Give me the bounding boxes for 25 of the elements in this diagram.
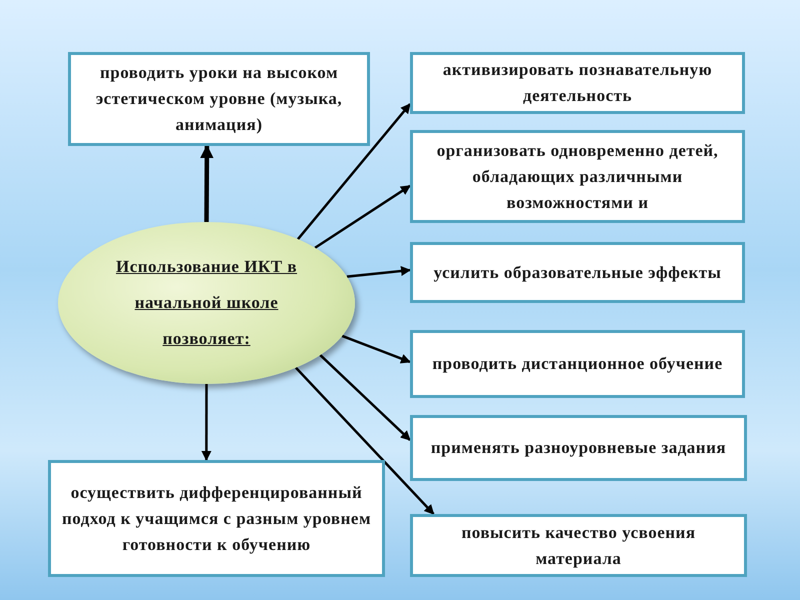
arrow [319, 354, 411, 441]
text-box [410, 52, 745, 114]
text-box [410, 130, 745, 223]
text-box [410, 330, 745, 398]
text-box [68, 52, 370, 146]
box-text: усилить образовательные эффекты [434, 262, 722, 284]
arrow [346, 266, 411, 278]
ellipse-heading: Использование ИКТ в начальной школе позволяет: [114, 256, 298, 350]
arrow [200, 144, 214, 222]
arrow [296, 103, 411, 240]
text-box [410, 415, 747, 481]
box-text: осуществить дифференцированный подход к учащимся с разным уровнем готовности к обучению [60, 482, 372, 556]
arrow [294, 366, 434, 515]
box-text: организовать одновременно детей, обладающих различными возможностями и [436, 140, 720, 214]
arrow [314, 184, 411, 249]
box-text: применять разноуровневые задания [430, 437, 726, 459]
box-text: проводить уроки на высоком эстетическом уровне (музыка, анимация) [94, 62, 344, 136]
text-box [410, 514, 747, 577]
text-box [410, 242, 745, 303]
box-text: повысить качество усвоения материала [460, 522, 697, 570]
arrow [201, 384, 212, 461]
arrow [342, 334, 411, 364]
box-text: проводить дистанционное обучение [432, 353, 723, 375]
box-text: активизировать познавательную деятельность [442, 59, 714, 107]
text-box [48, 460, 385, 577]
